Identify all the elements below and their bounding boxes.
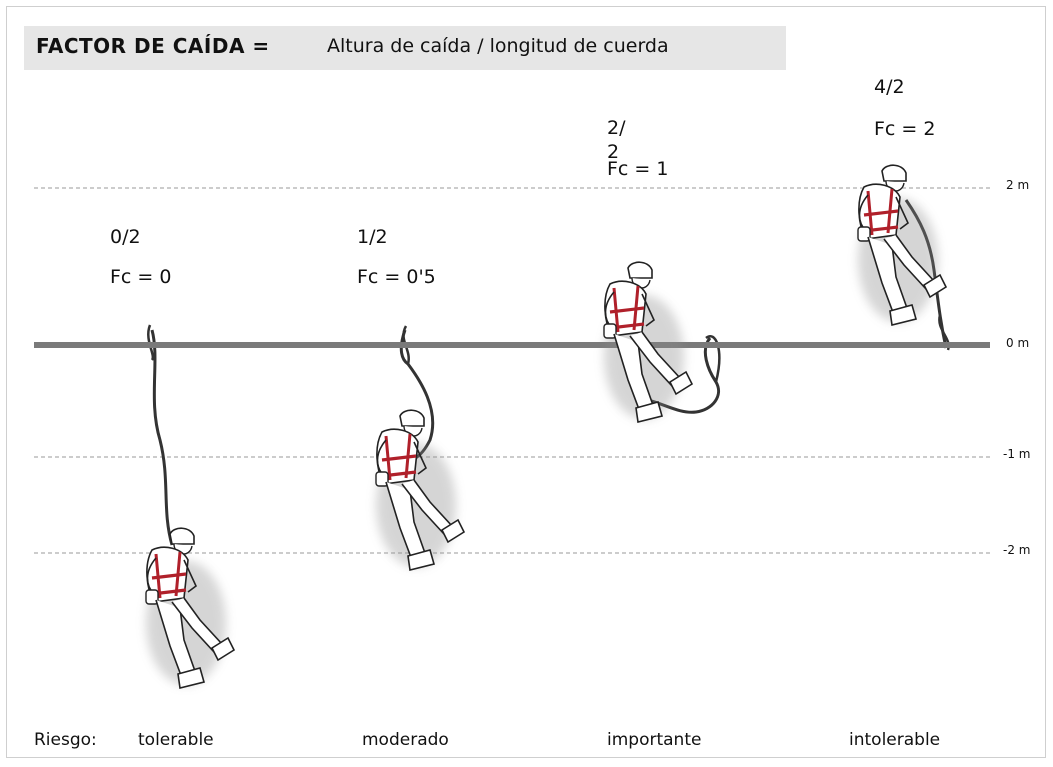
risk-label-3: importante — [607, 730, 702, 750]
banner-formula: Altura de caída / longitud de cuerda — [327, 35, 669, 57]
fc-label-1: Fc = 0 — [110, 266, 172, 288]
axis-label-2m: 2 m — [1006, 178, 1030, 192]
formula-banner: FACTOR DE CAÍDA = Altura de caída / long… — [24, 26, 786, 70]
risk-label-4: intolerable — [849, 730, 941, 750]
risk-row-label: Riesgo: — [34, 730, 97, 750]
fc-label-4: Fc = 2 — [874, 118, 936, 140]
risk-label-2: moderado — [362, 730, 449, 750]
rope-case-1 — [150, 329, 174, 546]
climber-case-3 — [604, 262, 692, 422]
risk-label-1: tolerable — [138, 730, 214, 750]
climber-case-1 — [146, 528, 234, 688]
ratio-label-4: 4/2 — [874, 76, 905, 98]
diagram-frame — [6, 6, 1046, 758]
banner-title: FACTOR DE CAÍDA = — [36, 34, 270, 58]
rope-case-3 — [647, 337, 720, 414]
fc-label-2: Fc = 0'5 — [357, 266, 436, 288]
axis-label-minus-2m: -2 m — [1003, 543, 1031, 557]
climber-case-2 — [376, 410, 464, 570]
axis-label-0m: 0 m — [1006, 336, 1030, 350]
climber-case-4 — [858, 165, 946, 325]
fc-label-3: Fc = 1 — [607, 158, 669, 180]
ratio-label-3: 2/ 2 — [607, 117, 626, 163]
axis-label-minus-1m: -1 m — [1003, 447, 1031, 461]
ratio-label-2: 1/2 — [357, 226, 388, 248]
ratio-label-1: 0/2 — [110, 226, 141, 248]
